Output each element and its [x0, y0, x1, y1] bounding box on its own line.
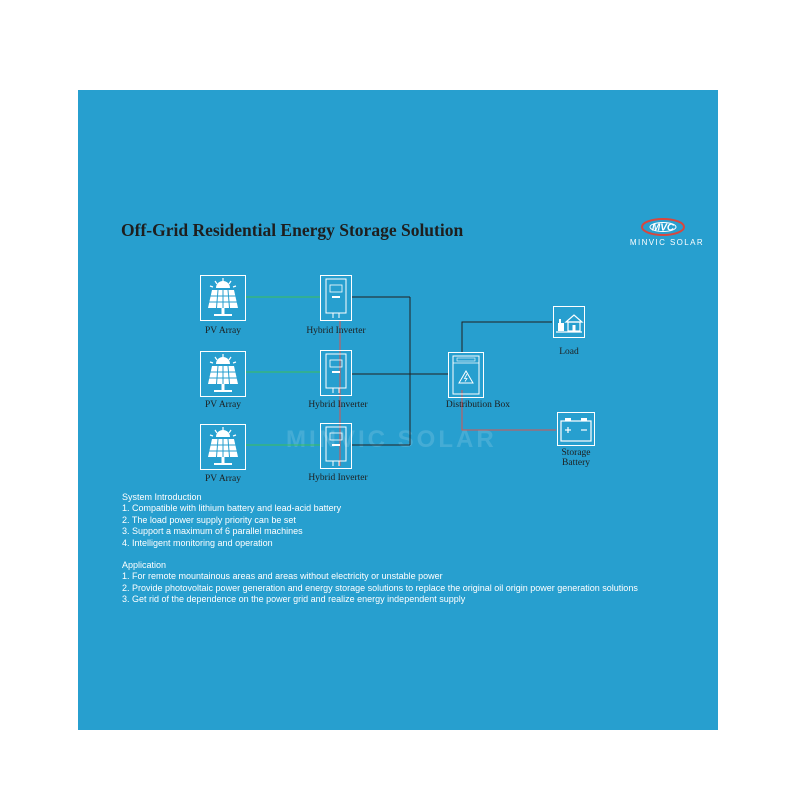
- system-introduction-item: 3. Support a maximum of 6 parallel machi…: [122, 526, 303, 537]
- pv-array-label-1: PV Array: [205, 326, 241, 336]
- pv-array-node-3: [200, 424, 246, 470]
- distribution-box-node: [448, 352, 484, 398]
- pv-array-label-2: PV Array: [205, 400, 241, 410]
- house-icon: [556, 314, 584, 333]
- load-node: [553, 306, 585, 338]
- system-introduction-heading: System Introduction: [122, 492, 202, 502]
- pv-array-label-3: PV Array: [205, 474, 241, 484]
- distribution-box-label: Distribution Box: [445, 400, 511, 410]
- pv-array-node-2: [200, 351, 246, 397]
- description-text: System Introduction 1. Compatible with l…: [122, 492, 712, 606]
- application-item: 3. Get rid of the dependence on the powe…: [122, 594, 466, 605]
- hybrid-inverter-label-3: Hybrid Inverter: [308, 473, 368, 483]
- hybrid-inverter-node-3: [320, 423, 352, 469]
- system-introduction-item: 4. Intelligent monitoring and operation: [122, 537, 273, 548]
- solar-panel-icon: [208, 278, 238, 316]
- brand-logo: MVC MINVIC SOLAR: [626, 216, 708, 252]
- solar-panel-icon: [208, 427, 238, 465]
- logo-mark-text: MVC: [652, 223, 675, 234]
- storage-label-line-1: Storage: [561, 448, 591, 458]
- storage-label-line-2: Battery: [562, 458, 590, 468]
- system-introduction-item: 1. Compatible with lithium battery and l…: [122, 503, 342, 514]
- wire-distribution-to-load: [461, 321, 552, 352]
- page-title: Off-Grid Residential Energy Storage Solu…: [121, 220, 464, 240]
- inverter-icon: [325, 353, 347, 393]
- section-spacer: [122, 549, 712, 560]
- diagram-panel: Off-Grid Residential Energy Storage Solu…: [78, 90, 718, 730]
- inverter-icon: [325, 278, 347, 318]
- hybrid-inverter-label-2: Hybrid Inverter: [308, 400, 368, 410]
- logo-mark-icon: MVC: [641, 218, 685, 236]
- load-label: Load: [559, 347, 579, 357]
- wire-distribution-to-battery: [461, 390, 556, 431]
- application-heading: Application: [122, 560, 167, 571]
- application-item: 1. For remote mountainous areas and area…: [122, 571, 443, 582]
- distribution-box-icon: [452, 355, 480, 395]
- hybrid-inverter-node-2: [320, 350, 352, 396]
- system-introduction-item: 2. The load power supply priority can be…: [122, 514, 296, 525]
- pv-array-node-1: [200, 275, 246, 321]
- storage-battery-node: [557, 412, 595, 446]
- wiring: [246, 296, 556, 466]
- application-item: 2. Provide photovoltaic power generation…: [122, 582, 638, 593]
- logo-text: MINVIC SOLAR: [629, 238, 705, 247]
- solar-panel-icon: [208, 354, 238, 392]
- battery-icon: [560, 418, 592, 442]
- hybrid-inverter-node-1: [320, 275, 352, 321]
- inverter-icon: [325, 426, 347, 466]
- hybrid-inverter-label-1: Hybrid Inverter: [306, 326, 366, 336]
